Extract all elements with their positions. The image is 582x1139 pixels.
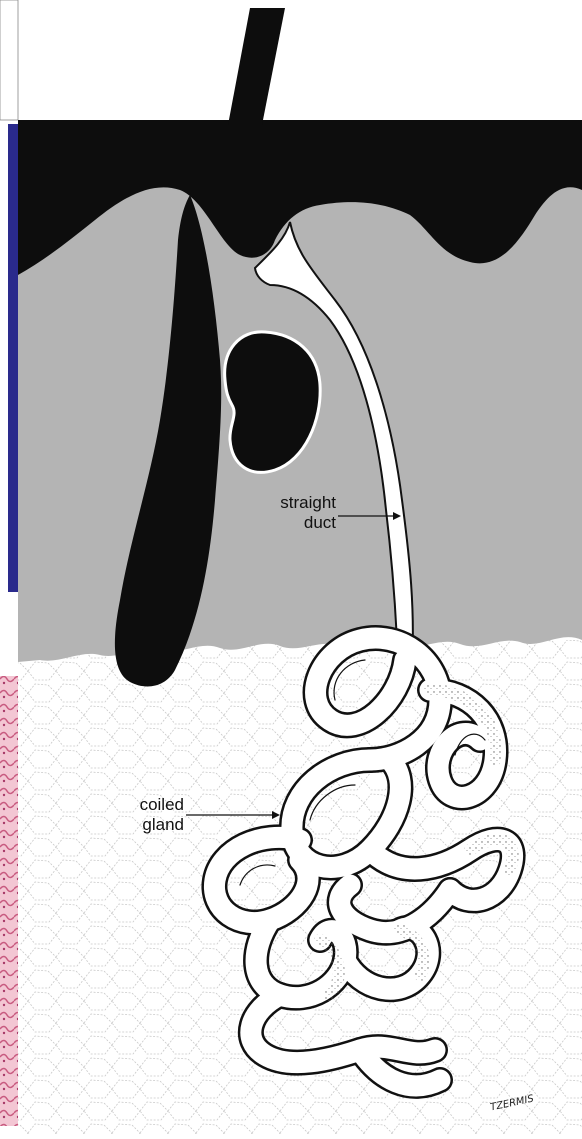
coiled-gland-label: coiled gland: [110, 795, 184, 835]
left-panel-histology-stain: [0, 676, 18, 1126]
straight-duct-label: straight duct: [244, 493, 336, 533]
coiled-gland-label-line1: coiled: [110, 795, 184, 815]
coiled-gland-label-line2: gland: [110, 815, 184, 835]
straight-duct-label-line1: straight: [244, 493, 336, 513]
left-panel-top: [0, 0, 18, 120]
left-panel-white: [0, 124, 8, 592]
left-panel-blue-border: [6, 124, 20, 592]
straight-duct-label-line2: duct: [244, 513, 336, 533]
